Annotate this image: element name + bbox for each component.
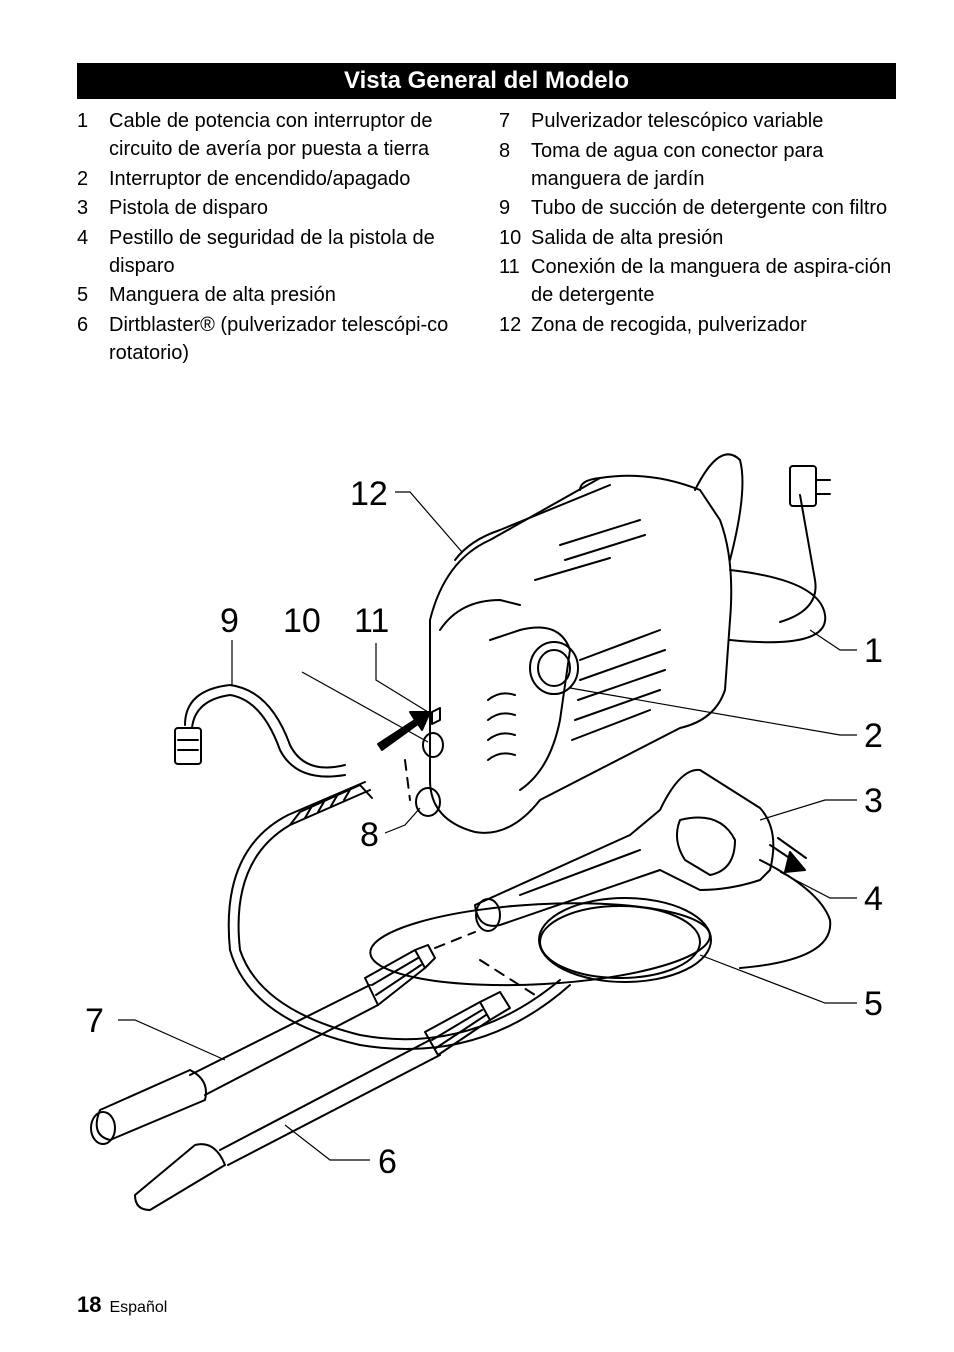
- callout-9: 9: [220, 602, 239, 640]
- callout-12: 12: [350, 475, 388, 513]
- spray-lance: [90, 944, 436, 1145]
- item-text: Pulverizador telescópico variable: [531, 110, 824, 132]
- section-title-bar: Vista General del Modelo: [77, 63, 896, 99]
- power-cord: [694, 453, 831, 644]
- callout-5: 5: [864, 985, 883, 1023]
- list-item: 12 Zona de recogida, pulverizador: [499, 311, 904, 339]
- list-item: 7 Pulverizador telescópico variable: [499, 107, 904, 135]
- list-item: 2 Interruptor de encendido/apagado: [77, 165, 482, 193]
- vent-grille: [487, 629, 666, 761]
- item-text: Pestillo de seguridad de la pistola de d…: [109, 226, 435, 277]
- item-text: Zona de recogida, pulverizador: [531, 313, 807, 336]
- item-text: Dirtblaster® (pulverizador telescópi-co …: [109, 313, 449, 364]
- callout-leaders: [118, 491, 857, 1161]
- item-number: 2: [77, 167, 89, 190]
- suction-tube: [174, 684, 346, 778]
- trigger-gun: [474, 768, 807, 932]
- callout-6: 6: [378, 1143, 397, 1181]
- power-switch: [529, 641, 579, 695]
- dirtblaster-lance: [134, 991, 511, 1211]
- parts-list-right: 7 Pulverizador telescópico variable 8 Toma…: [499, 107, 904, 340]
- language-label: Español: [109, 1299, 168, 1316]
- item-number: 8: [499, 139, 511, 162]
- page-number: 18: [77, 1292, 102, 1317]
- callout-4: 4: [864, 880, 883, 918]
- assembly-guide-lines: [404, 759, 536, 996]
- item-number: 11: [499, 256, 520, 278]
- section-title: Vista General del Modelo: [344, 67, 629, 94]
- washer-body: [429, 474, 733, 834]
- item-text: Salida de alta presión: [531, 226, 724, 249]
- item-number: 7: [499, 110, 511, 132]
- item-number: 12: [499, 313, 522, 336]
- item-text: Cable de potencia con interruptor de cir…: [109, 110, 433, 160]
- callout-10: 10: [283, 602, 321, 640]
- connectors: [377, 707, 444, 817]
- item-number: 1: [77, 110, 89, 132]
- item-text: Toma de agua con conector para manguera …: [531, 139, 824, 190]
- item-number: 9: [499, 197, 511, 219]
- callout-11: 11: [354, 602, 389, 640]
- item-number: 10: [499, 226, 522, 249]
- pressure-washer-illustration: 1 2 3 4 5 6 7 8 9 10 11 12: [0, 420, 954, 1240]
- item-text: Interruptor de encendido/apagado: [109, 167, 411, 190]
- list-item: 1 Cable de potencia con interruptor de ci…: [77, 107, 482, 163]
- callout-3: 3: [864, 782, 883, 820]
- list-item: 4 Pestillo de seguridad de la pistola de …: [77, 224, 482, 280]
- parts-list-left: 1 Cable de potencia con interruptor de ci…: [77, 107, 482, 368]
- list-item: 11 Conexión de la manguera de aspira-ción…: [499, 253, 904, 309]
- item-text: Conexión de la manguera de aspira-ción d…: [531, 256, 892, 306]
- list-item: 3 Pistola de disparo: [77, 194, 482, 222]
- callout-7: 7: [85, 1002, 104, 1040]
- list-item: 9 Tubo de succión de detergente con filtr…: [499, 194, 904, 222]
- item-text: Tubo de succión de detergente con filtro: [531, 197, 888, 219]
- callout-1: 1: [864, 632, 883, 670]
- high-pressure-hose: [227, 781, 832, 1050]
- item-text: Pistola de disparo: [109, 197, 268, 219]
- item-number: 4: [77, 226, 89, 249]
- list-item: 8 Toma de agua con conector para manguera…: [499, 137, 904, 193]
- illustration-svg: 1 2 3 4 5 6 7 8 9 10 11 12: [85, 453, 883, 1211]
- item-number: 3: [77, 197, 89, 219]
- item-text: Manguera de alta presión: [109, 284, 336, 306]
- callout-2: 2: [864, 717, 883, 755]
- item-number: 5: [77, 284, 89, 306]
- callout-8: 8: [360, 816, 379, 854]
- list-item: 6 Dirtblaster® (pulverizador telescópi-co…: [77, 311, 482, 367]
- list-item: 5 Manguera de alta presión: [77, 281, 482, 309]
- page-footer: 18 Español: [77, 1292, 167, 1318]
- item-number: 6: [77, 313, 89, 336]
- list-item: 10 Salida de alta presión: [499, 224, 904, 252]
